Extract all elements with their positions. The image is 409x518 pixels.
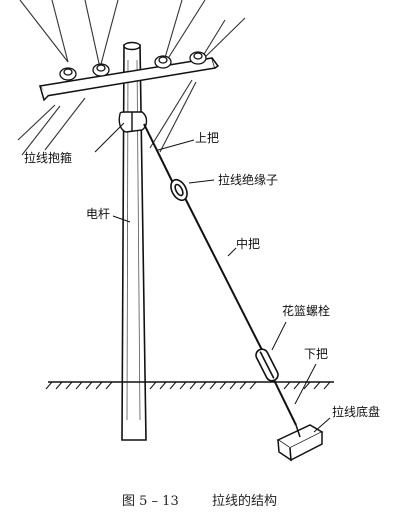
label-turnbuckle: 花篮螺栓 — [282, 303, 330, 318]
insulators — [59, 51, 207, 81]
label-guy-insulator: 拉线绝缘子 — [218, 172, 278, 187]
lower-section — [273, 379, 297, 426]
ground-surface — [45, 381, 334, 390]
anchor-block — [276, 424, 324, 462]
utility-pole — [121, 41, 147, 441]
insulator-2 — [92, 63, 110, 77]
label-upper-section: 上把 — [195, 131, 219, 145]
guy-strain-insulator — [170, 178, 188, 202]
label-middle-section: 中把 — [236, 236, 260, 251]
label-pole: 电杆 — [86, 207, 110, 221]
insulator-3 — [154, 55, 172, 69]
insulator-4 — [189, 51, 207, 65]
figure-number: 图 5 – 13 — [122, 494, 179, 509]
label-guy-clamp: 拉线抱箍 — [24, 150, 72, 165]
guy-wire — [143, 123, 297, 426]
cross-arm — [38, 57, 220, 102]
leader-lines — [94, 122, 331, 433]
label-lower-section: 下把 — [304, 347, 328, 361]
middle-section — [184, 197, 263, 351]
guy-clamp — [118, 111, 148, 133]
label-anchor-base: 拉线底盘 — [332, 404, 380, 419]
overhead-wires — [17, 0, 246, 156]
turnbuckle — [255, 348, 279, 382]
insulator-1 — [59, 67, 77, 81]
upper-section — [143, 123, 174, 184]
figure-title: 拉线的结构 — [212, 493, 277, 509]
